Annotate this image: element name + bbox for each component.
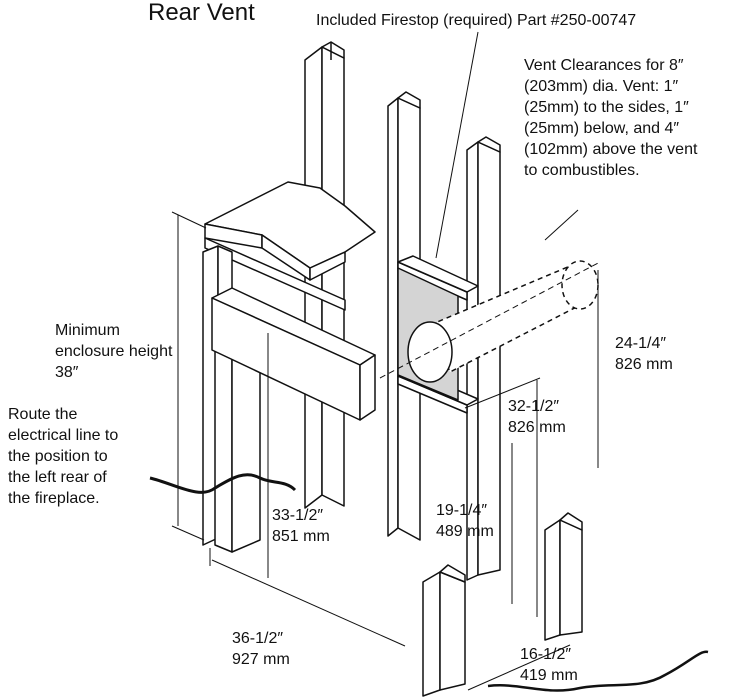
- dim-24-label: 24-1/4″ 826 mm: [615, 335, 673, 373]
- dim-32-label: 32-1/2″ 826 mm: [508, 398, 566, 436]
- front-bottom-post: [422, 564, 466, 697]
- dim-33-label: 33-1/2″ 851 mm: [272, 507, 330, 545]
- gas-line: [487, 650, 709, 692]
- dim-16-line: [467, 644, 571, 691]
- clearance-leader: [544, 209, 579, 241]
- middle-front-post: [214, 321, 261, 553]
- dim-36-label: 36-1/2″ 927 mm: [232, 630, 290, 668]
- dim-19-label: 19-1/4″ 489 mm: [436, 502, 494, 540]
- right-bottom-post: [544, 512, 583, 641]
- electrical-label: Route the electrical line to the positio…: [8, 406, 119, 507]
- diagram-title: Rear Vent: [148, 0, 255, 26]
- min-enclosure-label: Minimum enclosure height 38″: [55, 322, 173, 381]
- mantel-top: [204, 181, 376, 311]
- right-stud: [466, 136, 501, 581]
- dim-16-label: 16-1/2″ 419 mm: [520, 646, 578, 684]
- vent-clearances-label: Vent Clearances for 8″ (203mm) dia. Vent…: [524, 57, 698, 179]
- firestop-label: Included Firestop (required) Part #250-0…: [316, 12, 637, 29]
- top-beam: [211, 287, 376, 421]
- electrical-cord: [149, 473, 297, 494]
- vent-pipe: [407, 260, 599, 383]
- firestop-leader: [435, 31, 479, 259]
- dim-36-line: [211, 559, 406, 647]
